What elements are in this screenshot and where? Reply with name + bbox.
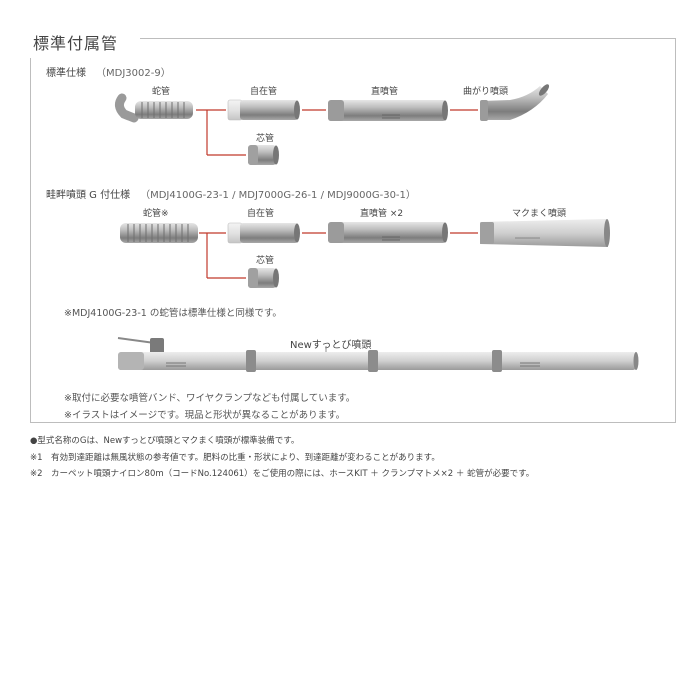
frame-left-border — [30, 58, 31, 423]
shinkan-illustration — [248, 145, 279, 165]
label-g-makumaku: マクまく噴頭 — [512, 209, 567, 219]
label-chokufunkan: 直噴管 — [371, 87, 399, 97]
label-shinkan: 芯管 — [256, 134, 275, 144]
accessory-frame — [30, 38, 676, 423]
magari-funto-illustration — [480, 84, 550, 121]
frame-note-1: ※取付に必要な噴管バンド、ワイヤクランプなども付属しています。 — [64, 393, 356, 404]
label-jizaikan: 自在管 — [250, 87, 278, 97]
frame-note-2: ※イラストはイメージです。現品と形状が異なることがあります。 — [64, 410, 346, 421]
label-new-suttobi: Newすっとび噴頭 — [290, 340, 372, 351]
standard-spec-name: 標準仕様 — [46, 68, 86, 79]
g-jizaikan-illustration — [227, 222, 300, 244]
connector-lines-standard — [196, 109, 478, 156]
note-jakan: ※MDJ4100G-23-1 の蛇管は標準仕様と同様です。 — [64, 308, 282, 319]
label-magari-funto: 曲がり噴頭 — [463, 87, 509, 97]
footnote-1: ※1 有効到達距離は無風状態の参考値です。肥料の比重・形状により、到達距離が変わ… — [30, 453, 440, 463]
g-jakan-bellows-illustration — [120, 223, 198, 243]
standard-spec-title: 標準仕様 （MDJ3002-9） — [46, 64, 171, 79]
standard-spec-code: （MDJ3002-9） — [96, 68, 171, 79]
g-shinkan-illustration — [248, 268, 279, 288]
label-g-jizaikan: 自在管 — [247, 209, 275, 219]
label-g-jakan: 蛇管※ — [143, 209, 169, 219]
g-spec-name: 畦畔噴頭 G 付仕様 — [46, 190, 131, 201]
new-suttobi-nozzle-illustration — [117, 337, 639, 372]
g-spec-title: 畦畔噴頭 G 付仕様 （MDJ4100G-23-1 / MDJ7000G-26-1… — [46, 186, 416, 201]
g-chokufunkan-illustration — [328, 222, 448, 243]
chokufunkan-illustration — [328, 100, 448, 121]
jizaikan-illustration — [227, 99, 300, 121]
frame-top-border — [140, 38, 676, 39]
makumaku-funto-illustration — [480, 219, 610, 247]
section-title: 標準付属管 — [33, 34, 119, 53]
g-spec-code: （MDJ4100G-23-1 / MDJ7000G-26-1 / MDJ9000… — [140, 190, 416, 201]
footnote-g: ●型式名称のGは、Newすっとび噴頭とマクまく噴頭が標準装備です。 — [30, 436, 300, 446]
footnote-2: ※2 カーペット噴頭ナイロン80m（コードNo.124061）をご使用の際には、… — [30, 469, 535, 479]
jakan-bellows-illustration — [114, 93, 193, 123]
label-jakan: 蛇管 — [152, 87, 171, 97]
label-g-chokufunkan: 直噴管 ×2 — [360, 209, 404, 219]
connector-lines-g — [199, 232, 478, 279]
label-g-shinkan: 芯管 — [256, 256, 275, 266]
